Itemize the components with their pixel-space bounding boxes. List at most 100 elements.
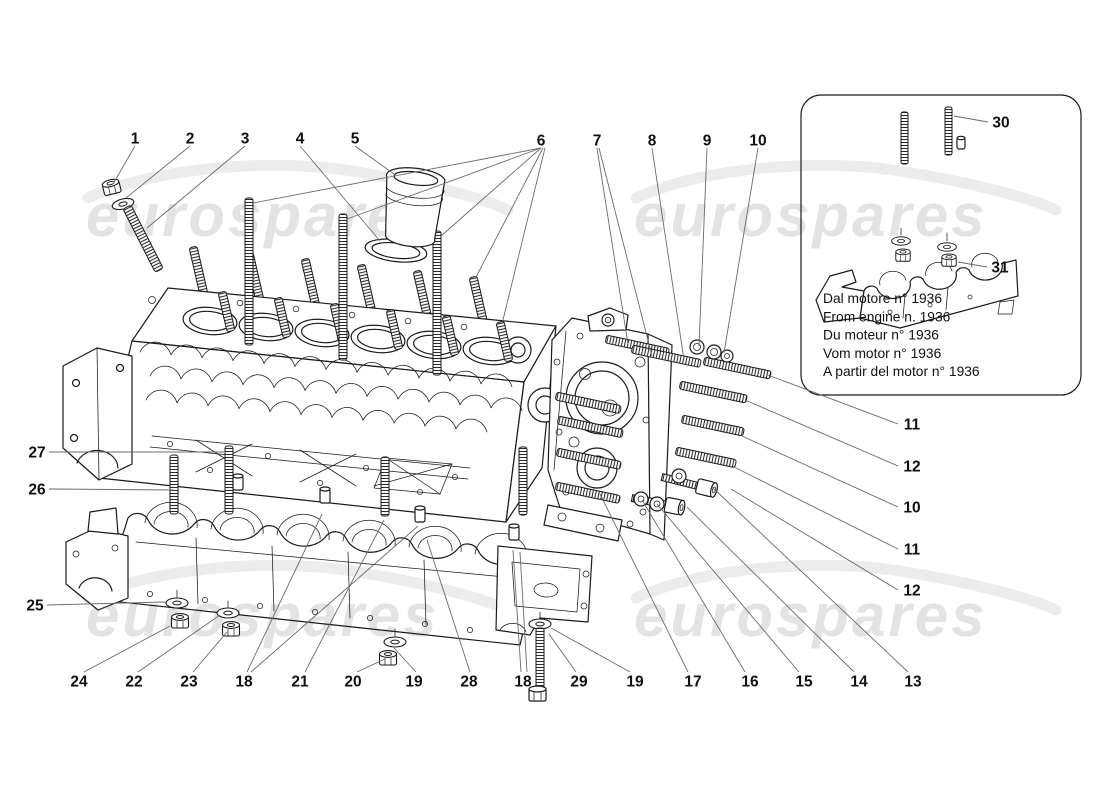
callout-14: 14 xyxy=(850,674,868,691)
callout-17: 17 xyxy=(684,674,701,691)
callout-25: 25 xyxy=(26,598,44,615)
callout-19: 19 xyxy=(405,674,423,691)
leader-line-28 xyxy=(426,539,471,673)
lower-case-studs xyxy=(169,445,528,517)
leader-line-12 xyxy=(744,399,899,467)
inset-nut xyxy=(895,248,911,262)
leader-line-6 xyxy=(346,147,542,220)
washer-part22 xyxy=(216,607,240,619)
plate-nuts-washers xyxy=(633,339,734,512)
dowel-plugs xyxy=(232,473,520,541)
engine-number-note: Dal motore n° 1936 From engine n. 1936 D… xyxy=(823,291,980,379)
leader-line-3 xyxy=(146,145,246,229)
callout-11: 11 xyxy=(904,542,921,559)
left-end-flange xyxy=(62,347,133,481)
head-studs-near xyxy=(218,197,513,376)
deck-details xyxy=(148,296,468,331)
leader-line-19 xyxy=(550,627,631,673)
lower-case-ribs xyxy=(147,537,473,633)
lower-crankcase xyxy=(65,445,593,646)
end-plate-studs xyxy=(555,335,772,516)
leader-line-22 xyxy=(137,614,221,673)
leader-line-8 xyxy=(651,147,685,361)
callout-11: 11 xyxy=(904,417,921,434)
leader-line-1 xyxy=(112,145,136,185)
callout-1: 1 xyxy=(131,131,140,148)
callout-9: 9 xyxy=(703,133,712,150)
callout-31: 31 xyxy=(991,260,1009,277)
callout-19: 19 xyxy=(626,674,644,691)
callout-10: 10 xyxy=(749,133,766,150)
leader-line-26 xyxy=(48,488,175,491)
lower-fasteners xyxy=(165,589,552,702)
watermark-text: eurospares xyxy=(634,182,988,249)
leader-line-21 xyxy=(304,519,385,673)
nut-part24 xyxy=(170,613,190,629)
leader-line-16 xyxy=(641,499,746,673)
watermarks: eurospares eurospares eurospares eurospa… xyxy=(86,165,1056,649)
callout-15: 15 xyxy=(795,674,813,691)
callout-7: 7 xyxy=(593,133,602,150)
note-line-german: Vom motor n° 1936 xyxy=(823,346,942,361)
callout-28: 28 xyxy=(460,674,478,691)
callout-13: 13 xyxy=(904,674,922,691)
upper-crankcase xyxy=(62,197,563,523)
inset-mini-crankcase xyxy=(815,252,1019,329)
callout-4: 4 xyxy=(296,131,305,148)
leader-line-24 xyxy=(83,625,171,673)
callout-18: 18 xyxy=(235,674,253,691)
leader-line-2 xyxy=(125,145,191,199)
callout-16: 16 xyxy=(741,674,759,691)
stud-part3 xyxy=(123,205,163,272)
leader-line-7 xyxy=(598,147,653,357)
leader-line-6 xyxy=(474,147,544,280)
callout-22: 22 xyxy=(125,674,142,691)
washer-part19 xyxy=(383,636,407,648)
leader-line-13 xyxy=(711,486,909,673)
leader-line-14 xyxy=(686,506,855,673)
inset-washer xyxy=(891,236,911,246)
leader-line-10 xyxy=(723,147,759,354)
callout-21: 21 xyxy=(291,674,309,691)
callout-3: 3 xyxy=(241,131,250,148)
lower-left-flange xyxy=(65,507,129,611)
nut-part20 xyxy=(378,650,398,666)
inset-nut-part31 xyxy=(941,253,957,267)
callout-8: 8 xyxy=(648,133,657,150)
leader-line-12 xyxy=(730,488,899,591)
leader-line-30 xyxy=(953,115,989,123)
note-line-french: Du moteur n° 1936 xyxy=(823,328,939,343)
callout-10: 10 xyxy=(903,500,920,517)
leader-line-15 xyxy=(656,503,800,673)
note-line-spanish: A partir del motor n° 1936 xyxy=(823,364,980,379)
leader-line-18 xyxy=(519,551,528,673)
leader-line-6 xyxy=(440,147,542,237)
leader-line-18 xyxy=(250,525,419,673)
callout-5: 5 xyxy=(351,131,360,148)
callout-27: 27 xyxy=(28,445,45,462)
watermark-text: eurospares xyxy=(634,582,988,649)
callout-30: 30 xyxy=(992,115,1009,132)
leader-line-31 xyxy=(957,261,988,268)
bolt-part29 xyxy=(528,627,547,702)
lower-case-face xyxy=(101,512,541,646)
leader-line-23 xyxy=(192,631,228,673)
bearing-web-band xyxy=(139,341,523,433)
stud-nut-washer-assembly xyxy=(100,177,163,272)
callout-24: 24 xyxy=(70,674,88,691)
leader-line-19 xyxy=(393,647,417,673)
leader-line-5 xyxy=(354,145,395,175)
leader-line-18 xyxy=(512,549,522,673)
leader-line-20 xyxy=(356,658,386,673)
callout-2: 2 xyxy=(186,131,195,148)
callout-29: 29 xyxy=(570,674,588,691)
callout-12: 12 xyxy=(903,459,920,476)
washer-part25 xyxy=(165,597,189,609)
inset-box: Dal motore n° 1936 From engine n. 1936 D… xyxy=(800,94,1082,396)
watermark-text: eurospares xyxy=(86,582,440,649)
leader-line-10 xyxy=(741,435,899,508)
leader-line-11 xyxy=(733,466,899,550)
note-line-english: From engine n. 1936 xyxy=(823,309,951,324)
